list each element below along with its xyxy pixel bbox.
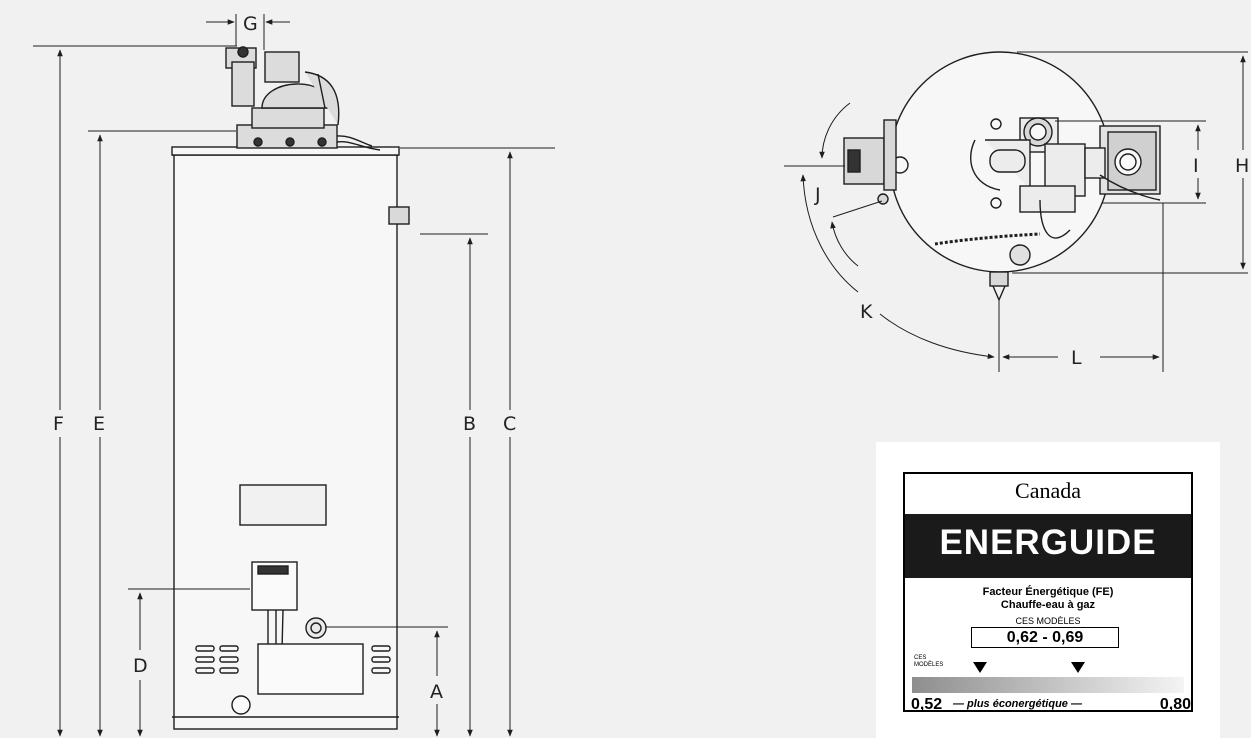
scale-min: 0,52 (911, 696, 943, 713)
dimension-label-c: C (503, 413, 516, 435)
energuide-label: Canada ENERGUIDE Facteur Énergétique (FE… (876, 442, 1220, 738)
dimension-label-i: I (1193, 155, 1199, 177)
side-control-unit (843, 119, 897, 191)
vents-right (371, 645, 391, 674)
dimension-label-l: L (1071, 347, 1082, 369)
vents-left (195, 645, 239, 674)
front-dimension-lines (33, 14, 555, 737)
dimension-label-j: J (814, 184, 821, 206)
dimension-label-g: G (243, 13, 258, 35)
dimension-label-e: E (93, 413, 105, 435)
dimension-label-k: K (860, 301, 873, 323)
scale-max: 0,80 (1159, 696, 1191, 713)
tank-label-plate (239, 484, 327, 526)
relief-valve (388, 206, 410, 225)
coiled-power-cord (934, 232, 1041, 246)
appliance-type: Chauffe-eau à gaz (1000, 599, 1096, 611)
energy-factor-range: 0,62 - 0,69 (971, 627, 1119, 648)
canada-wordmark: Canada (1015, 478, 1081, 503)
dimension-label-a: A (430, 681, 443, 703)
range-marker-low-icon (973, 662, 987, 673)
dimension-label-f: F (53, 413, 64, 435)
dimension-label-b: B (463, 413, 476, 435)
front-view (171, 46, 410, 730)
top-view (843, 51, 1161, 302)
range-marker-high-icon (1071, 662, 1085, 673)
dimension-label-h: H (1235, 155, 1249, 177)
dimension-label-d: D (133, 655, 148, 677)
energuide-logo: ENERGUIDE (939, 523, 1157, 562)
power-vent-blower (225, 46, 381, 151)
energuide-frame: Canada ENERGUIDE Facteur Énergétique (FE… (903, 472, 1193, 714)
efficiency-gradient-bar (912, 677, 1184, 693)
top-dimension-lines (784, 51, 1248, 372)
efficiency-scale: 0,52 — plus éconergétique — 0,80 (911, 696, 1191, 714)
energy-factor-title: Facteur Énergétique (FE) (982, 586, 1114, 598)
tank-body (173, 148, 398, 730)
models-caption: CES MODÈLES (1015, 616, 1081, 626)
gas-control-valve (251, 561, 298, 691)
blower-assembly (970, 117, 1106, 213)
scale-text: — plus éconergétique — (953, 698, 1082, 710)
vent-duct (1099, 125, 1161, 195)
drain-valve (305, 617, 327, 639)
burner-access-panel (257, 643, 364, 695)
models-small-caption: CES MODÈLES (914, 655, 944, 668)
energuide-logo-band: ENERGUIDE (905, 514, 1191, 578)
